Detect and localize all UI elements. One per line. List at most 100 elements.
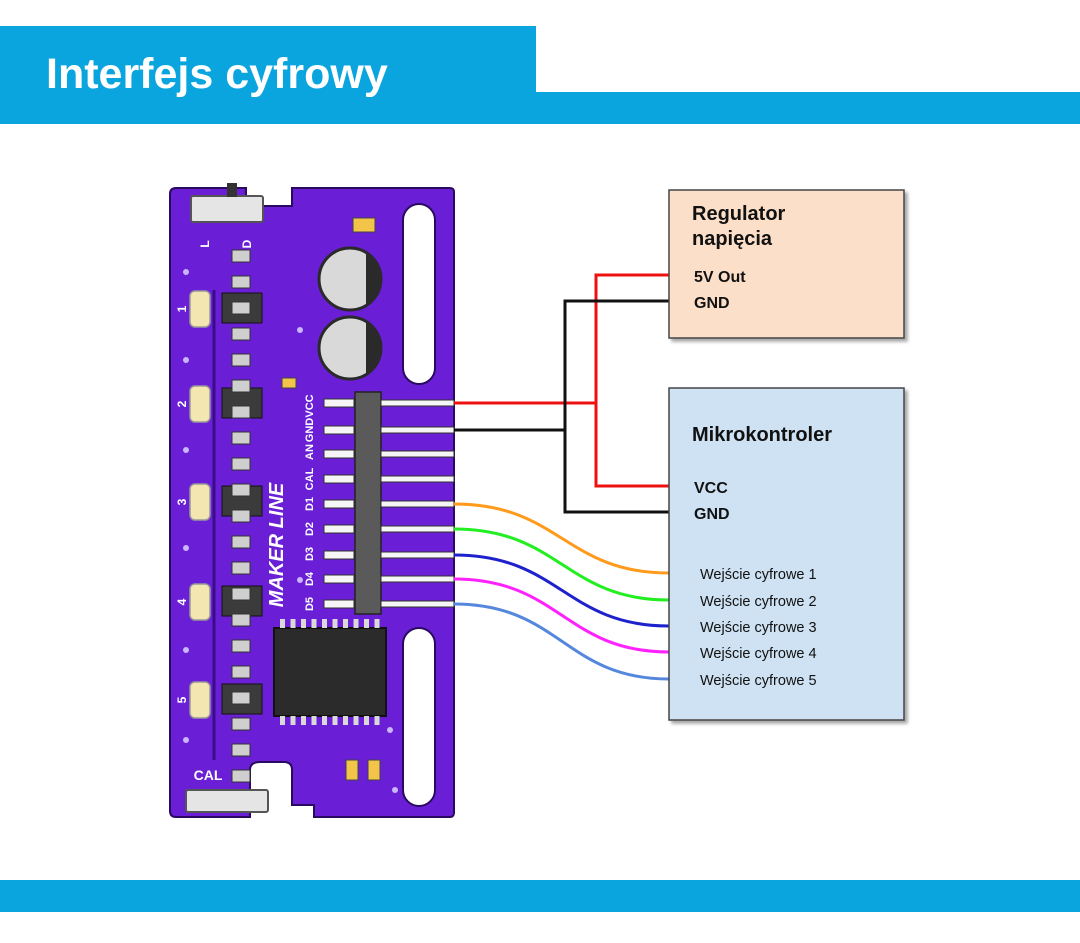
pin-label-gnd: GND: [304, 418, 316, 443]
pcb-via: [183, 447, 189, 453]
header-pin-2: [380, 426, 455, 434]
header-pad-8: [323, 574, 355, 584]
ic-leg: [280, 619, 285, 628]
ic-leg: [301, 619, 306, 628]
pcb-board: L D CAL MAKER LINE 12345VCCGNDANCALD1D2D…: [169, 183, 455, 818]
header-pin-1: [380, 399, 455, 407]
ic-leg: [343, 716, 348, 725]
page-title: Interfejs cyfrowy: [46, 50, 388, 98]
switch-label-l: L: [198, 240, 212, 247]
smd-resistor: [231, 665, 251, 679]
capacitor-1-band: [366, 252, 382, 306]
ir-sensor-3: [189, 483, 211, 521]
smd-resistor: [231, 483, 251, 497]
wire-5v: [454, 273, 669, 405]
smd-led: [352, 217, 376, 233]
header-strip: [536, 92, 1080, 124]
pin-label-vcc: VCC: [304, 394, 316, 417]
smd-resistor: [231, 613, 251, 627]
header-pad-5: [323, 499, 355, 509]
pcb-via: [297, 327, 303, 333]
mcu-input-4: Wejście cyfrowe 4: [700, 646, 817, 662]
ic-leg: [332, 716, 338, 725]
wire-d3: [453, 553, 670, 628]
pin-label-an: AN: [304, 444, 316, 460]
regulator-block: Regulator napięcia 5V Out GND: [668, 189, 905, 339]
smd-resistor: [231, 535, 251, 549]
ic-leg: [364, 619, 369, 628]
cal-label: CAL: [194, 767, 223, 783]
header-pin-3: [380, 450, 455, 458]
header-pin-5: [380, 500, 455, 508]
ic-leg: [311, 716, 317, 725]
ic-leg: [374, 619, 380, 628]
mcu-input-1: Wejście cyfrowe 1: [700, 567, 817, 583]
power-switch-knob: [227, 183, 237, 197]
regulator-pin-5v: 5V Out: [694, 269, 746, 286]
smd-resistor: [231, 249, 251, 263]
footer-bar: [0, 880, 1080, 912]
pcb-via: [183, 647, 189, 653]
pin-label-d5: D5: [304, 597, 316, 611]
ic-chip: [273, 627, 387, 717]
pcb-via: [183, 737, 189, 743]
sensor-number-1: 1: [175, 305, 189, 312]
ir-sensor-4: [189, 583, 211, 621]
header-pin-7: [380, 551, 455, 559]
smd-resistor: [231, 379, 251, 393]
sensor-number-3: 3: [175, 498, 189, 505]
wire-d4: [453, 577, 670, 654]
header-pad-3: [323, 449, 355, 459]
mcu-pin-vcc: VCC: [694, 480, 728, 497]
sensor-number-4: 4: [175, 598, 189, 605]
switch-label-d: D: [240, 239, 254, 248]
mcu-input-5: Wejście cyfrowe 5: [700, 673, 817, 689]
ic-leg: [332, 619, 338, 628]
power-switch-body: [190, 195, 264, 223]
smd-resistor: [231, 275, 251, 289]
mcu-input-3: Wejście cyfrowe 3: [700, 620, 817, 636]
smd-resistor: [231, 509, 251, 523]
ic-leg: [322, 716, 327, 725]
ic-leg: [301, 716, 306, 725]
ic-leg: [280, 716, 285, 725]
ic-leg: [311, 619, 317, 628]
ic-leg: [343, 619, 348, 628]
pin-label-d2: D2: [304, 522, 316, 536]
header-pad-2: [323, 425, 355, 435]
regulator-pin-gnd: GND: [694, 295, 730, 312]
header-pad-7: [323, 550, 355, 560]
ic-leg: [374, 716, 380, 725]
smd-led: [281, 377, 297, 389]
smd-resistor: [231, 353, 251, 367]
sensor-number-5: 5: [175, 696, 189, 703]
wire-gnd-mcu: [563, 430, 669, 514]
smd-resistor: [231, 561, 251, 575]
smd-resistor: [231, 301, 251, 315]
mcu-block: Mikrokontroler VCC GND Wejście cyfrowe 1…: [668, 387, 905, 721]
cal-button: [185, 789, 269, 813]
pcb-via: [183, 357, 189, 363]
header-pad-9: [323, 599, 355, 609]
smd-resistor: [231, 431, 251, 445]
wires: [453, 273, 670, 681]
ir-sensor-1: [189, 290, 211, 328]
ir-sensor-5: [189, 681, 211, 719]
pcb-via: [387, 727, 393, 733]
mcu-box: [668, 387, 905, 721]
ic-leg: [322, 619, 327, 628]
pcb-via: [392, 787, 398, 793]
smd-resistor: [231, 639, 251, 653]
mcu-pin-gnd: GND: [694, 506, 730, 523]
pin-label-d1: D1: [304, 497, 316, 511]
smd-resistor: [231, 587, 251, 601]
ic-leg: [290, 619, 296, 628]
smd-cap: [345, 759, 359, 781]
regulator-title-1: Regulator: [692, 203, 786, 225]
wire-d2: [453, 527, 670, 602]
pcb-via: [183, 545, 189, 551]
capacitor-2-band: [366, 321, 382, 375]
wire-d1: [453, 502, 670, 575]
